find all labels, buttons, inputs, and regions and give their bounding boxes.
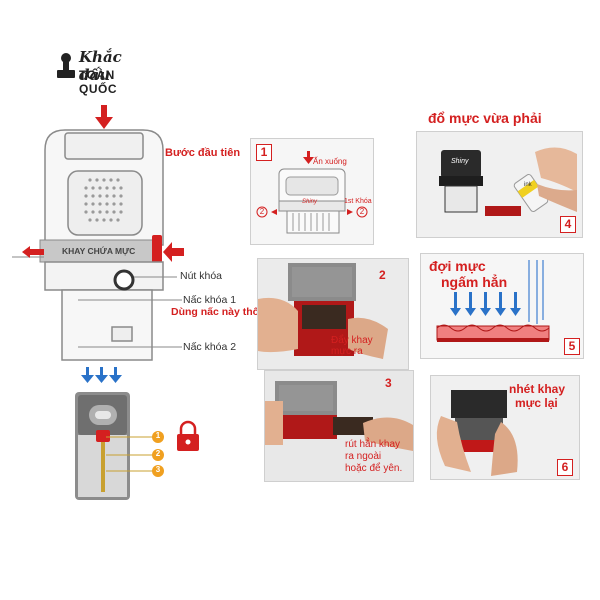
ink-tray-label: KHAY CHỨA MỰC (62, 246, 136, 256)
side-arrows-icon (271, 209, 353, 215)
step-1-brand: Shiny (302, 199, 318, 205)
lock-level-markers (106, 431, 164, 477)
stamp-body (44, 129, 164, 246)
step-4-panel: Shiny ink 4 (416, 131, 583, 238)
stamp-diagram (12, 105, 199, 500)
stamp-logo-icon (57, 53, 75, 78)
step-5-title-line-2: ngấm hẳn (441, 274, 508, 290)
step-5-number: 5 (564, 338, 580, 355)
logo-main-text: TOÀN QUỐC (79, 68, 117, 96)
step-2-photo (258, 263, 388, 359)
step-2-panel: 2 Đẩy khay mực ra (257, 258, 409, 370)
step-3-photo (265, 381, 413, 451)
stamp-bottom-photo (75, 392, 130, 500)
step-1-panel: 1 Shiny Ấn xuống 1st Khóa 2 2 (250, 138, 374, 245)
lock-level-2: 2 (155, 449, 161, 458)
lower-housing (44, 261, 164, 361)
leader-lines (78, 276, 182, 348)
step-1-sketch (256, 151, 368, 234)
step-3-caption-1: rút hẳn khay (345, 439, 401, 450)
step-2-number: 2 (379, 268, 386, 282)
lock-button-label: Nút khóa (180, 270, 223, 282)
lock-level-3: 3 (155, 465, 161, 474)
step-6-title-line-2: mực lại (515, 396, 558, 410)
push-arrow-left-icon (163, 242, 184, 262)
step-1-circle-right: 2 (359, 207, 365, 216)
press-arrow-icon (95, 105, 113, 129)
step-4-number: 4 (560, 216, 576, 233)
step-2-caption: Đẩy khay mực ra (331, 335, 373, 357)
step-6-number: 6 (557, 459, 573, 476)
blue-down-arrows-icon (81, 367, 122, 383)
step-5-diagram (436, 260, 550, 342)
grip-dots (84, 178, 123, 222)
step-4-brand: Shiny (451, 158, 469, 165)
step-3-number: 3 (385, 376, 392, 390)
latch-1-note: Dùng nấc này thôi (171, 306, 263, 318)
lock-button-knob[interactable] (113, 269, 135, 291)
latch-1-label: Nấc khóa 1 (183, 294, 237, 306)
step-1-press-down: Ấn xuống (313, 157, 347, 166)
step-4-bottle-label: ink (524, 182, 532, 188)
pull-arrow-left-icon (12, 246, 44, 258)
press-down-arrow-icon (303, 151, 314, 164)
step-1-lock: 1st Khóa (344, 198, 372, 205)
blue-down-arrows-icon (450, 292, 521, 316)
step-3-caption-2: ra ngoài (345, 451, 382, 462)
step-6-title-line-1: nhét khay (509, 382, 566, 396)
latch-2-label: Nấc khóa 2 (183, 341, 237, 353)
step-4-photo (439, 147, 577, 216)
lock-level-1: 1 (155, 431, 161, 440)
step-1-number: 1 (256, 144, 272, 161)
padlock-icon (177, 420, 199, 451)
step-6-photo (436, 390, 518, 476)
step-5-panel: đợi mực ngấm hẳn 5 (420, 253, 584, 359)
step-1-circle-left: 2 (259, 207, 265, 216)
step-6-panel: nhét khay mực lại 6 (430, 375, 580, 480)
first-step-label: Bước đầu tiên (165, 147, 241, 159)
logo: Khắc dấu TOÀN QUỐC (55, 48, 155, 96)
step-5-title-line-1: đợi mực (429, 258, 486, 274)
step-3-panel: 3 rút hẳn khay ra ngoài hoặc để yên. (264, 370, 414, 482)
step-3-caption-3: hoặc để yên. (345, 463, 403, 474)
logo-script-text: Khắc dấu (79, 48, 122, 84)
step-4-title: đổ mực vừa phải (428, 110, 542, 126)
